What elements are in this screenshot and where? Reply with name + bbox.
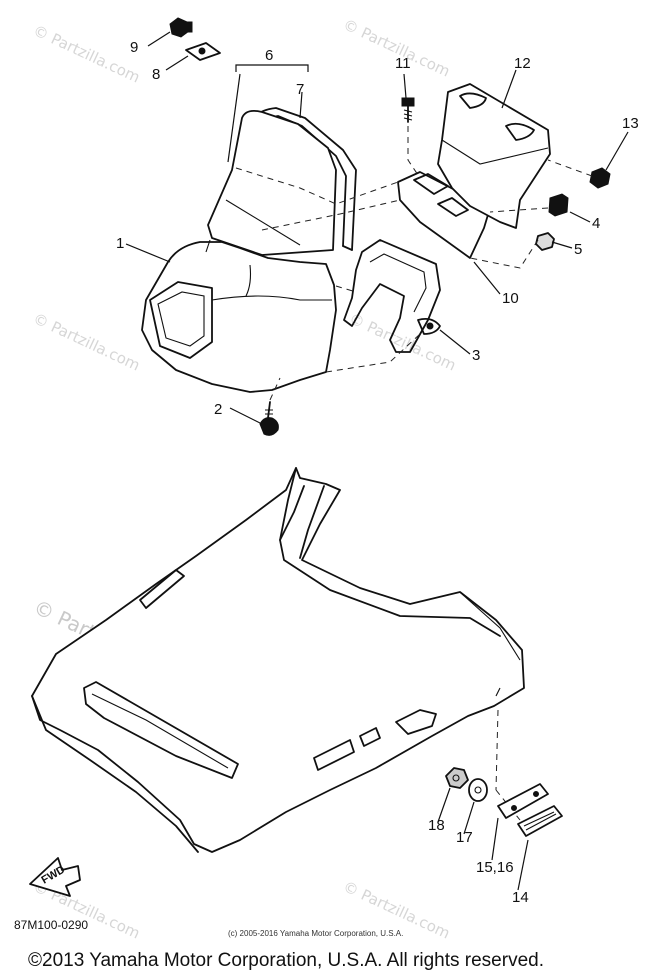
callout-1: 1 xyxy=(116,235,124,252)
part-17-washer xyxy=(468,778,488,802)
copyright-notice: ©2013 Yamaha Motor Corporation, U.S.A. A… xyxy=(28,950,544,971)
callout-13: 13 xyxy=(622,115,639,132)
part-9-bolt xyxy=(169,17,193,38)
callout-4: 4 xyxy=(592,215,600,232)
watermark: © Partzilla.com xyxy=(30,21,143,86)
callout-8: 8 xyxy=(152,66,160,83)
callout-6: 6 xyxy=(265,47,273,64)
callout-3: 3 xyxy=(472,347,480,364)
callout-11: 11 xyxy=(395,55,411,72)
part-6-windscreen xyxy=(207,109,337,256)
leader-lines-lower xyxy=(437,787,529,891)
part-8-clip xyxy=(185,42,221,61)
leader-lines-upper xyxy=(125,31,629,425)
part-11-screw xyxy=(401,97,415,123)
callout-18: 18 xyxy=(428,817,445,834)
watermark: © Partzilla.com xyxy=(30,309,143,374)
callout-14: 14 xyxy=(512,889,529,906)
callout-10: 10 xyxy=(502,290,519,307)
part-2-screw xyxy=(259,401,279,436)
inner-copyright: (c) 2005-2016 Yamaha Motor Corporation, … xyxy=(228,929,404,938)
part-5-nut xyxy=(535,232,555,251)
part-18-nut xyxy=(445,767,469,789)
assembly-lines-upper xyxy=(235,126,593,401)
watermark: © Partzilla.com xyxy=(346,309,459,374)
callout-5: 5 xyxy=(574,241,582,258)
part-3-grommet xyxy=(417,317,441,335)
stay-frame xyxy=(343,239,441,353)
callout-9: 9 xyxy=(130,39,138,56)
callout-labels: 9 8 6 7 1 11 12 13 4 5 10 3 2 18 17 15,1… xyxy=(116,39,639,906)
part-12-housing xyxy=(437,83,551,229)
part-15-16-plate xyxy=(497,783,549,819)
callout-15-16: 15,16 xyxy=(476,859,514,876)
part-4-collar xyxy=(548,193,569,217)
fwd-arrow-icon: FWD xyxy=(29,857,81,897)
assembly-lines-lower xyxy=(495,709,521,821)
callout-7: 7 xyxy=(296,81,304,98)
part-13-bolt xyxy=(589,167,611,189)
lower-fairing xyxy=(31,467,525,853)
part-1-cowl xyxy=(141,239,337,393)
callout-12: 12 xyxy=(514,55,531,72)
callout-17: 17 xyxy=(456,829,473,846)
callout-2: 2 xyxy=(214,401,222,418)
part-10-bracket xyxy=(397,171,491,259)
diagram-reference-code: 87M100-0290 xyxy=(14,918,89,932)
part-14-reflector xyxy=(517,805,563,837)
